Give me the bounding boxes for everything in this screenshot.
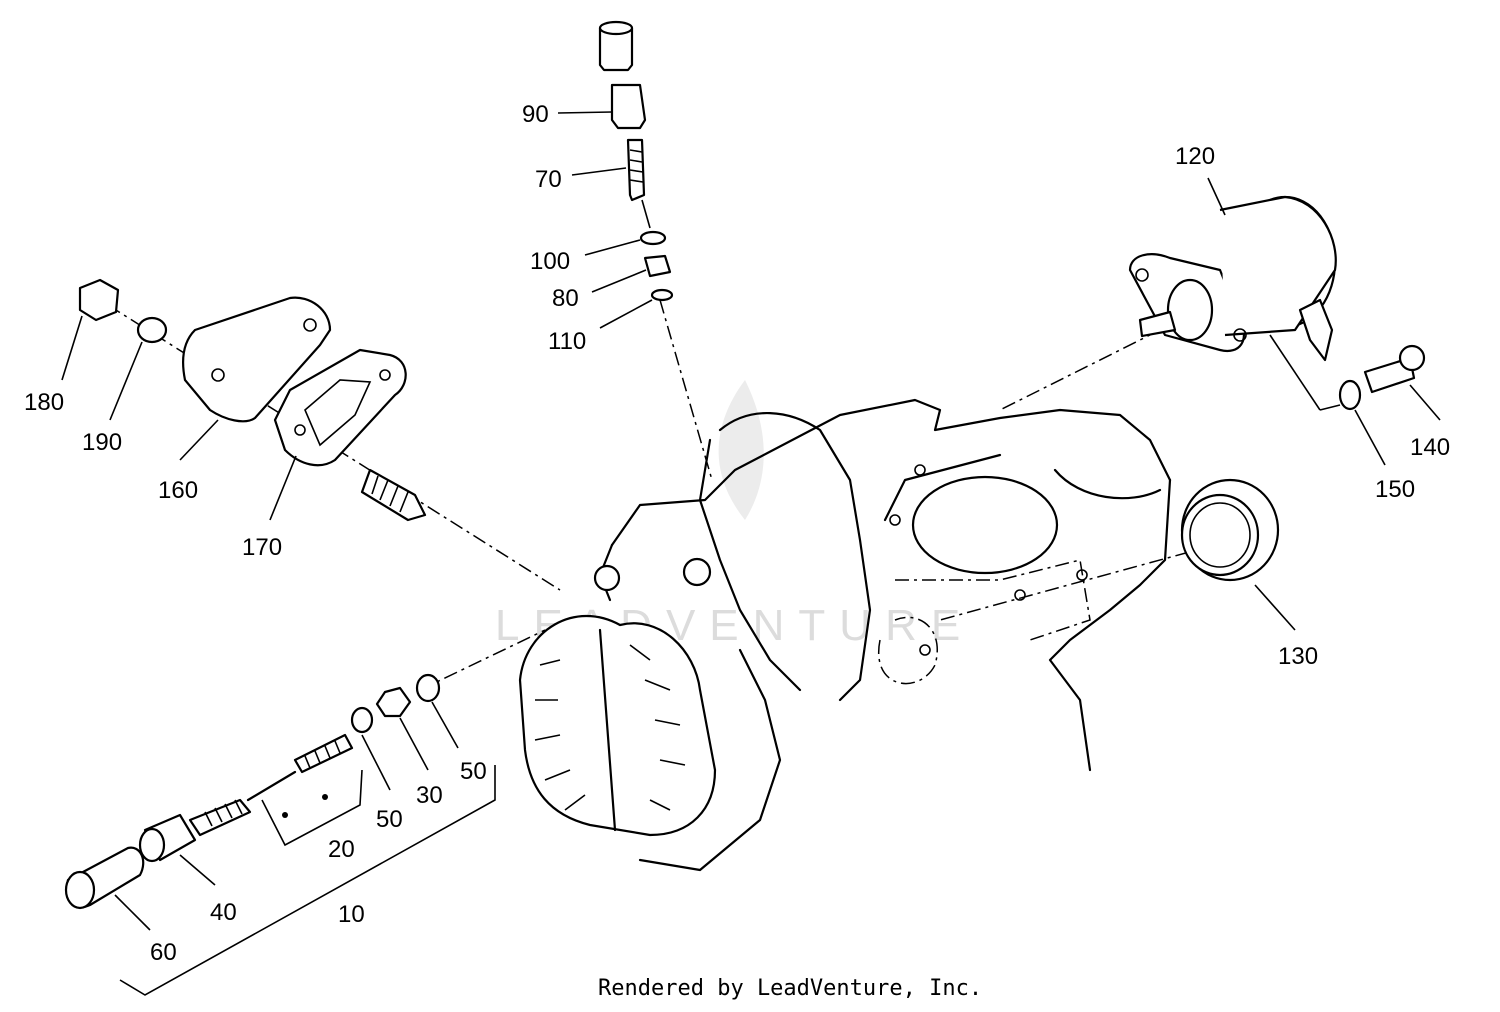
nut-180-washer-190 bbox=[78, 278, 168, 344]
callout-50-right: 50 bbox=[460, 758, 487, 785]
leader-lines bbox=[61, 111, 1441, 931]
callout-140: 140 bbox=[1410, 434, 1450, 461]
gear-cover bbox=[518, 614, 717, 837]
rendered-by-credit: Rendered by LeadVenture, Inc. bbox=[598, 976, 982, 1001]
solenoid-120 bbox=[1128, 195, 1337, 362]
callout-30: 30 bbox=[416, 782, 443, 809]
callout-20: 20 bbox=[328, 836, 355, 863]
callout-160: 160 bbox=[158, 477, 198, 504]
callout-labels: 90 70 100 80 110 120 140 150 130 180 190… bbox=[24, 101, 1450, 966]
callout-40: 40 bbox=[210, 899, 237, 926]
callout-50-left: 50 bbox=[376, 806, 403, 833]
callout-10: 10 bbox=[338, 901, 365, 928]
callout-120: 120 bbox=[1175, 143, 1215, 170]
engine-housing bbox=[593, 398, 1172, 872]
injector-stack bbox=[598, 20, 674, 302]
governor-assembly-10 bbox=[64, 673, 496, 996]
bolt-140-washer-150 bbox=[1338, 344, 1426, 411]
stud bbox=[360, 468, 427, 522]
callout-100: 100 bbox=[530, 248, 570, 275]
seal-130 bbox=[1180, 478, 1280, 582]
callout-90: 90 bbox=[522, 101, 549, 128]
callout-150: 150 bbox=[1375, 476, 1415, 503]
callout-170: 170 bbox=[242, 534, 282, 561]
gasket-170 bbox=[273, 348, 407, 467]
callout-80: 80 bbox=[552, 285, 579, 312]
callout-70: 70 bbox=[535, 166, 562, 193]
callout-60: 60 bbox=[150, 939, 177, 966]
callout-190: 190 bbox=[82, 429, 122, 456]
callout-130: 130 bbox=[1278, 643, 1318, 670]
callout-110: 110 bbox=[548, 328, 586, 355]
plate-160 bbox=[181, 296, 332, 423]
callout-180: 180 bbox=[24, 389, 64, 416]
